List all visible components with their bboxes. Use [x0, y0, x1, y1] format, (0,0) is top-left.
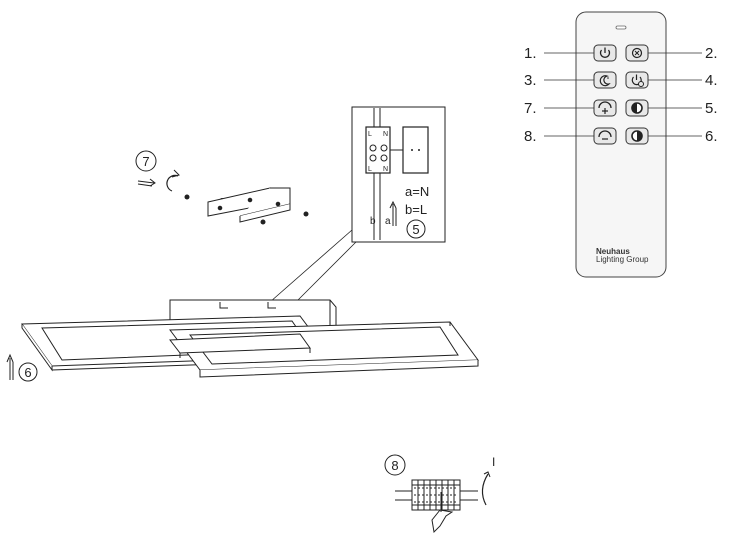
step-6-number: 6	[24, 365, 31, 380]
moon-stars-icon	[599, 75, 611, 87]
step-7-number: 7	[142, 154, 149, 169]
button-number-3: 3.	[524, 72, 537, 89]
remote-leader-lines	[544, 52, 702, 137]
cool-white-icon	[631, 130, 643, 142]
dim-down-icon	[598, 130, 612, 140]
wire-b-tag: b	[370, 216, 376, 227]
button-number-1: 1.	[524, 45, 537, 62]
button-number-6: 6.	[705, 128, 718, 145]
mounting-bracket	[207, 187, 291, 223]
remote-brand: Neuhaus	[596, 247, 630, 256]
remote-button-5[interactable]	[625, 99, 649, 117]
power-icon	[599, 47, 611, 58]
push-arrow-icon	[137, 178, 156, 187]
button-number-5: 5.	[705, 100, 718, 117]
button-number-7: 7.	[524, 100, 537, 117]
terminal-L-label: L	[368, 131, 372, 138]
button-number-4: 4.	[705, 72, 718, 89]
curved-arrow-icon	[481, 471, 491, 506]
up-arrow-icon	[389, 200, 397, 226]
remote-control: 1. 3. 7. 8. 2. 4. 5. 6. Neuhaus Lighting…	[524, 11, 718, 278]
terminal-N-label-bottom: N	[383, 166, 388, 173]
remote-button-4[interactable]	[625, 71, 649, 89]
insert-mark: I	[492, 455, 495, 469]
connector-box	[390, 126, 429, 174]
circle-x-icon	[631, 47, 643, 59]
power-clock-icon	[631, 74, 644, 87]
terminal-N-label: N	[383, 131, 388, 138]
terminal-L-label-bottom: L	[368, 166, 372, 173]
screwdriver-icon	[431, 492, 454, 534]
wire-b-legend: b=L	[405, 202, 427, 217]
remote-button-2[interactable]	[625, 44, 649, 62]
remote-subbrand: Lighting Group	[596, 255, 649, 264]
step-6-marker: 6	[6, 353, 38, 382]
terminal-block: L N L N	[365, 126, 391, 174]
dim-up-icon	[598, 101, 612, 114]
step-7-bracket: 7	[135, 150, 309, 225]
step-8-connector: 8 I	[384, 454, 495, 534]
remote-button-1[interactable]	[593, 44, 617, 62]
up-arrow-icon	[6, 353, 14, 380]
wire-a-tag: a	[385, 216, 391, 227]
terminal-strip	[395, 479, 478, 511]
remote-button-8[interactable]	[593, 127, 617, 145]
step-5-number: 5	[412, 222, 419, 237]
button-number-2: 2.	[705, 45, 718, 62]
warm-white-icon	[631, 102, 643, 114]
ceiling-light-frame	[21, 299, 479, 378]
button-number-8: 8.	[524, 128, 537, 145]
remote-button-3[interactable]	[593, 71, 617, 89]
rotate-arrow-icon	[166, 169, 180, 192]
remote-button-6[interactable]	[625, 127, 649, 145]
remote-button-7[interactable]	[593, 99, 617, 117]
step-8-number: 8	[391, 458, 398, 473]
step-5-wiring-detail: L N L N a=N b=L b a 5	[269, 106, 446, 303]
wire-a-legend: a=N	[405, 184, 429, 199]
